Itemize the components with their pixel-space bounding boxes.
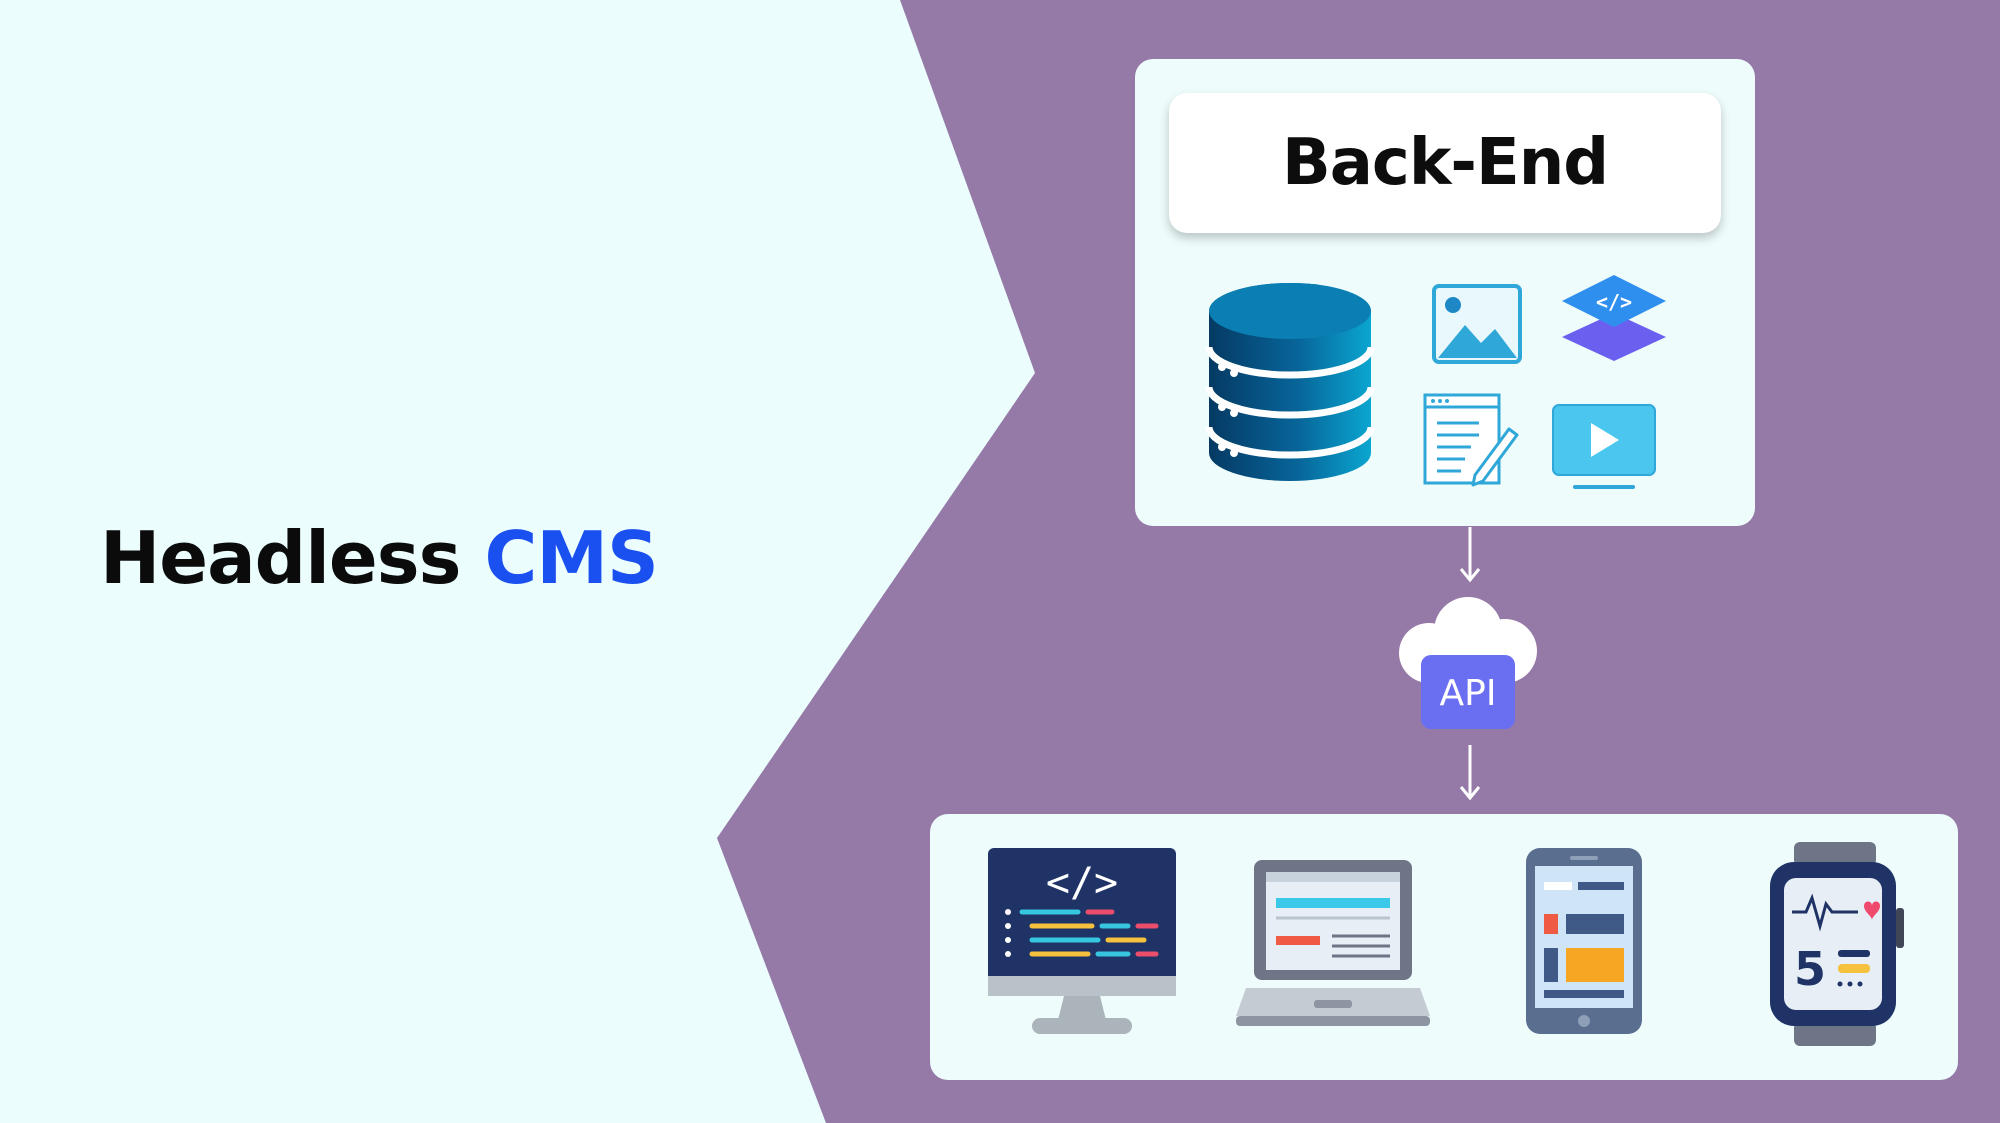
- arrow-down-icon: [1459, 745, 1481, 801]
- devices-panel: </>: [930, 814, 1958, 1080]
- api-badge: [1421, 655, 1515, 729]
- svg-text:</>: </>: [1596, 290, 1632, 314]
- watch-digit: 5: [1794, 942, 1826, 996]
- backend-panel: Back-End </>: [1135, 59, 1755, 526]
- backend-header: Back-End: [1169, 93, 1721, 233]
- svg-text:</>: </>: [1046, 860, 1118, 906]
- database-icon: [1205, 283, 1375, 481]
- smartphone-icon: [1526, 848, 1642, 1034]
- code-layers-icon: </>: [1562, 275, 1666, 361]
- api-label: API: [1440, 673, 1497, 714]
- title-accent: CMS: [484, 516, 659, 600]
- video-icon: [1552, 404, 1656, 489]
- document-edit-icon: [1423, 393, 1519, 487]
- desktop-code-icon: </>: [988, 848, 1176, 1034]
- title-main: Headless: [100, 516, 461, 600]
- image-icon: [1432, 284, 1522, 364]
- api-cloud: API: [1399, 597, 1537, 729]
- backend-heading: Back-End: [1281, 126, 1609, 200]
- arrow-down-icon: [1459, 527, 1481, 583]
- laptop-icon: [1236, 860, 1430, 1026]
- page-title: Headless CMS: [100, 516, 659, 600]
- smartwatch-icon: 5: [1770, 842, 1904, 1046]
